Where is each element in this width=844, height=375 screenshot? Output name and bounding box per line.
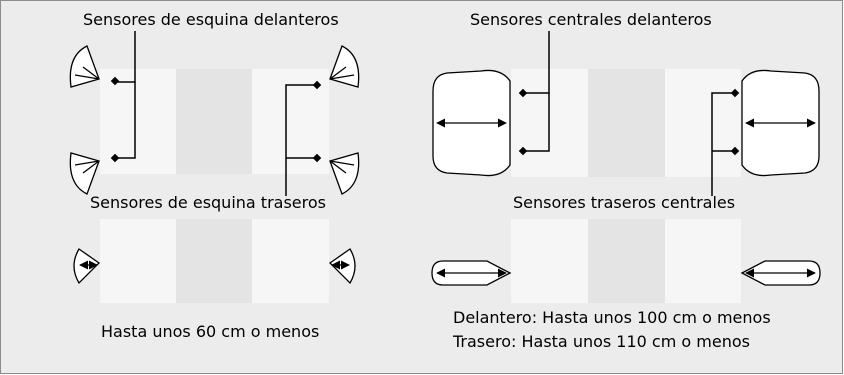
label-rear-center: Sensores traseros centrales — [513, 193, 735, 212]
rear-corner-dots — [312, 80, 322, 163]
left-side-range-lobe — [73, 248, 101, 285]
corner-bottom-blocks — [100, 219, 329, 303]
right-side-range-lobe — [328, 248, 356, 285]
rear-right-lower-lobe — [329, 152, 360, 195]
rear-corner-leader — [285, 84, 317, 196]
rear-right-upper-lobe — [329, 45, 360, 88]
note-corner-range: Hasta unos 60 cm o menos — [101, 322, 319, 341]
front-center-leader — [525, 31, 550, 152]
note-rear-range: Trasero: Hasta unos 110 cm o menos — [452, 332, 750, 351]
front-corner-leader — [116, 31, 136, 159]
corner-top-blocks — [100, 69, 329, 174]
front-range-lobe — [431, 260, 512, 286]
label-rear-corner: Sensores de esquina traseros — [90, 193, 326, 212]
front-left-lower-lobe — [69, 152, 100, 195]
rear-range-lobe — [740, 260, 821, 286]
center-bottom-blocks — [511, 219, 741, 303]
label-front-corner: Sensores de esquina delanteros — [83, 10, 339, 29]
center-top-blocks — [511, 69, 741, 177]
rear-center-zone — [741, 69, 820, 177]
front-corner-dots — [110, 76, 120, 163]
note-front-range: Delantero: Hasta unos 100 cm o menos — [453, 308, 771, 327]
front-left-upper-lobe — [69, 45, 100, 88]
front-center-zone — [432, 69, 511, 177]
label-front-center: Sensores centrales delanteros — [470, 10, 712, 29]
